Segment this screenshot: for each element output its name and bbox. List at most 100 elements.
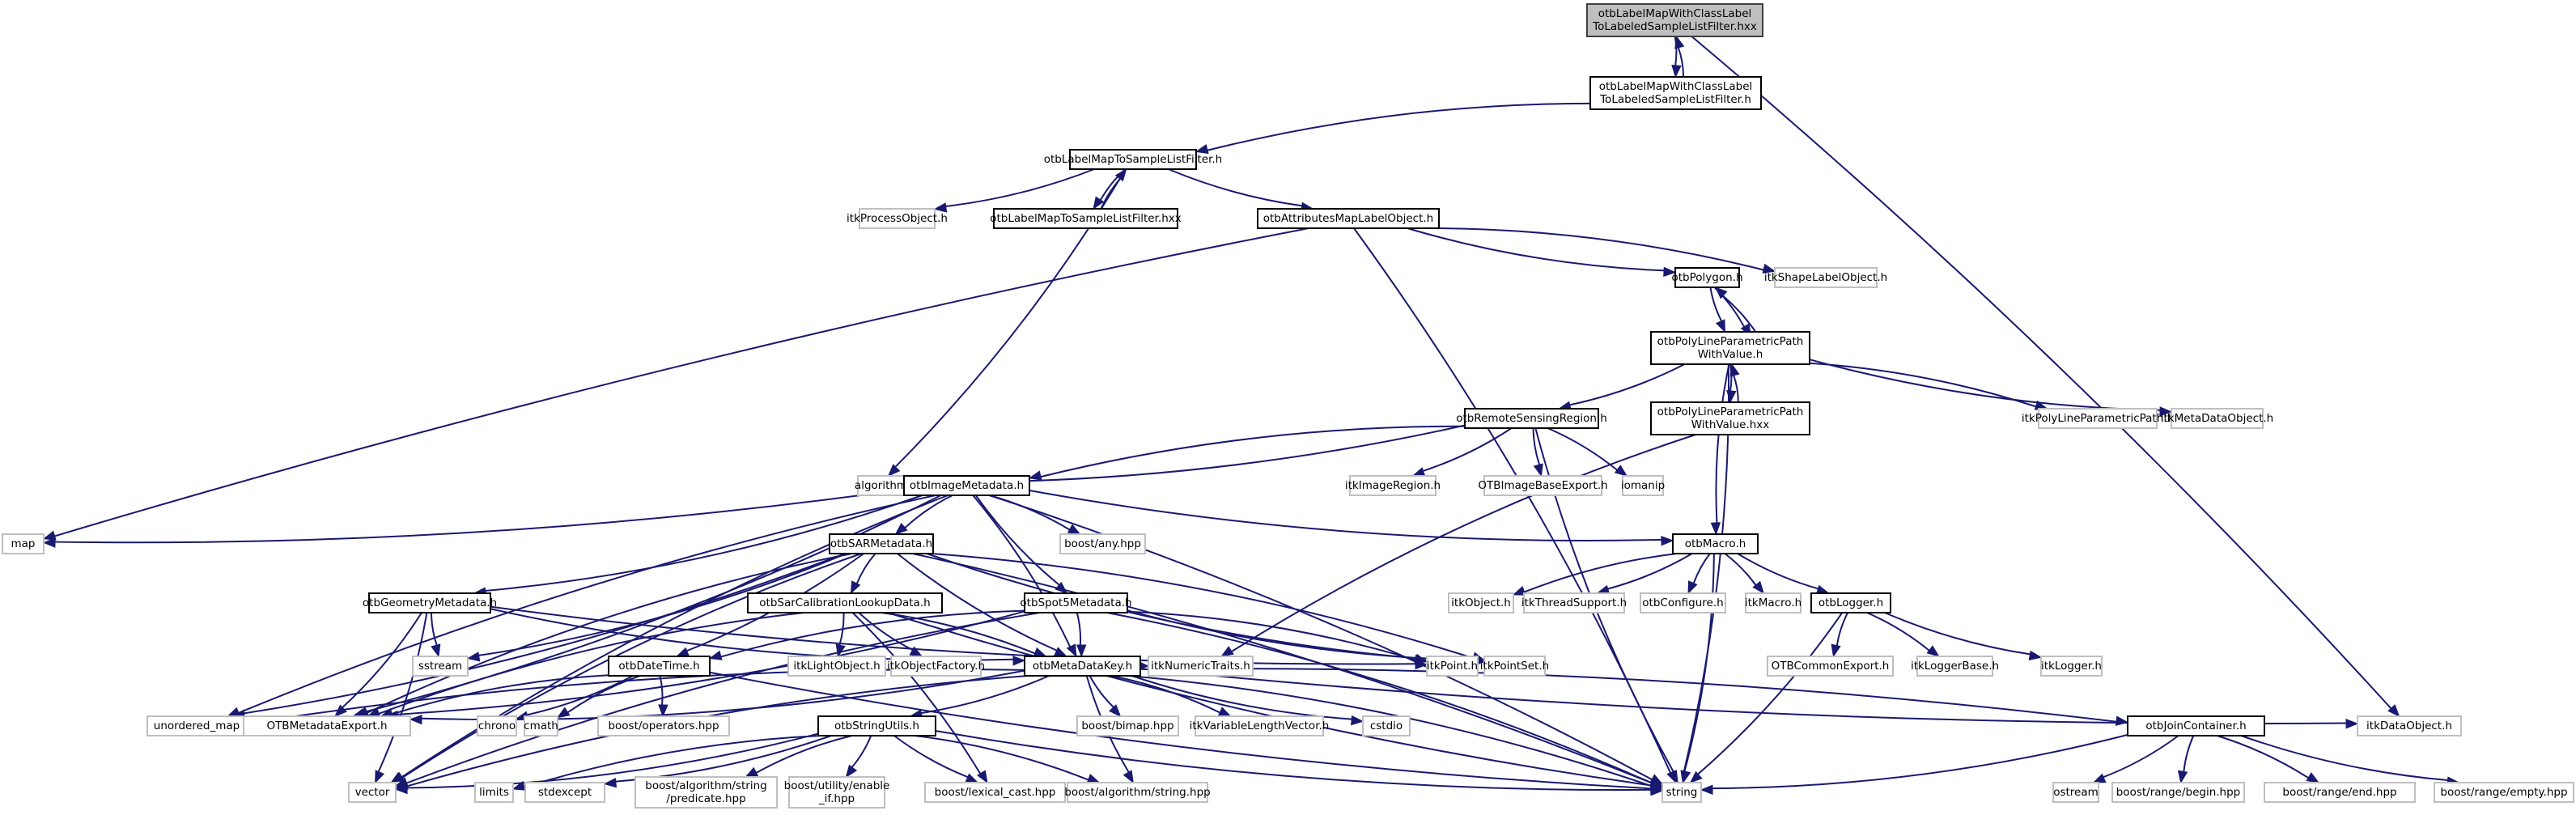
node-imageMetadata[interactable]: otbImageMetadata.h xyxy=(903,475,1030,496)
node-algorithm: algorithm xyxy=(855,475,907,496)
node-cstdio: cstdio xyxy=(1362,715,1411,736)
node-itkLoggerBase: itkLoggerBase.h xyxy=(1911,656,1999,677)
node-itkObject: itkObject.h xyxy=(1448,592,1514,613)
node-label: itkPolyLineParametricPath.h xyxy=(2022,412,2174,425)
node-box[interactable] xyxy=(2127,715,2265,736)
edge-sarCalib-to-string xyxy=(887,612,1652,787)
node-box xyxy=(524,782,605,803)
node-box xyxy=(1774,267,1878,288)
node-box[interactable] xyxy=(1586,3,1763,37)
edge-rsRegion-to-imageMetadata xyxy=(1040,425,1466,478)
edge-sarCalib-to-itkObjectFactory xyxy=(858,612,914,651)
node-box[interactable] xyxy=(903,475,1030,496)
edge-imageMetadata-to-geometryMetadata xyxy=(485,495,923,592)
node-dateTime[interactable]: otbDateTime.h xyxy=(608,656,711,677)
node-box[interactable] xyxy=(368,592,491,613)
node-root[interactable]: otbLabelMapWithClassLabelToLabeledSample… xyxy=(1586,3,1763,37)
node-box xyxy=(524,715,558,736)
node-itkVariableLengthVector: itkVariableLengthVector.h xyxy=(1190,715,1329,736)
node-macro[interactable]: otbMacro.h xyxy=(1672,533,1759,554)
node-lmtsl_h[interactable]: otbLabelMapToSampleListFilter.h xyxy=(1044,149,1223,170)
node-stringUtils[interactable]: otbStringUtils.h xyxy=(817,715,936,736)
node-label: boost/range/end.hpp xyxy=(2282,786,2396,799)
node-OTBCommonExport: OTBCommonExport.h xyxy=(1767,656,1894,677)
node-box[interactable] xyxy=(1024,592,1128,613)
node-label: itkPointSet.h xyxy=(1480,660,1549,673)
node-label: boost/range/begin.hpp xyxy=(2116,786,2241,799)
edge-stringUtils-to-boostLexicalCast xyxy=(893,735,969,779)
arrowhead-lmtsl_h-to-algorithm xyxy=(887,464,901,477)
node-label: itkObject.h xyxy=(1451,596,1511,609)
node-box xyxy=(787,656,886,677)
node-label: itkMacro.h xyxy=(1745,596,1802,609)
node-label: otbImageMetadata.h xyxy=(910,479,1024,492)
node-label: limits xyxy=(479,786,509,799)
node-box xyxy=(1661,782,1702,803)
arrowhead-imageMetadata-to-boostAny xyxy=(1067,524,1081,535)
node-rsRegion[interactable]: otbRemoteSensingRegion.h xyxy=(1456,408,1607,429)
node-box[interactable] xyxy=(1589,76,1762,110)
node-logger[interactable]: otbLogger.h xyxy=(1810,592,1891,613)
edge-sarMetadata-to-unordered_map xyxy=(244,553,846,715)
node-box[interactable] xyxy=(608,656,711,677)
node-label: WithValue.hxx xyxy=(1691,418,1770,431)
edge-plpp_hxx-to-itkNumericTraits xyxy=(1231,434,1696,652)
node-label: OTBImageBaseExport.h xyxy=(1478,479,1607,492)
node-box[interactable] xyxy=(1069,149,1197,170)
edge-metaDataKey-to-vector xyxy=(406,675,1029,787)
arrowhead-macro-to-otbConfigure xyxy=(1687,580,1698,595)
node-box[interactable] xyxy=(817,715,936,736)
node-box xyxy=(597,715,730,736)
node-box xyxy=(634,776,778,809)
edge-lmtsl_h-to-itkProcessObject xyxy=(945,168,1095,207)
node-label: WithValue.h xyxy=(1698,348,1763,361)
edge-metaDataKey-to-cstdio xyxy=(1131,675,1352,720)
node-itkMetaDataObject: itkMetaDataObject.h xyxy=(2161,408,2273,429)
node-box[interactable] xyxy=(1024,656,1141,677)
node-vector: vector xyxy=(348,782,397,803)
node-boostEnableIf: boost/utility/enable_if.hpp xyxy=(784,776,889,809)
node-box[interactable] xyxy=(1674,267,1740,288)
node-box[interactable] xyxy=(1650,401,1810,435)
edge-stringUtils-to-stdexcept xyxy=(615,735,832,783)
node-sarMetadata[interactable]: otbSARMetadata.h xyxy=(829,533,934,554)
arrowhead-plpp_hxx-to-itkNumericTraits xyxy=(1220,646,1234,657)
edge-spot5-to-itkPointSet xyxy=(1127,609,1474,661)
node-joinContainer[interactable]: otbJoinContainer.h xyxy=(2127,715,2265,736)
arrowhead-joinContainer-to-ostream xyxy=(2092,773,2107,783)
node-lmwcl_h[interactable]: otbLabelMapWithClassLabelToLabeledSample… xyxy=(1589,76,1762,110)
edge-spot5-to-string xyxy=(1106,612,1653,784)
node-spot5[interactable]: otbSpot5Metadata.h xyxy=(1020,592,1132,613)
node-box[interactable] xyxy=(1464,408,1599,429)
node-lmtsl_hxx[interactable]: otbLabelMapToSampleListFilter.hxx xyxy=(990,208,1182,229)
node-polygon_h[interactable]: otbPolygon.h xyxy=(1671,267,1743,288)
node-attrMap[interactable]: otbAttributesMapLabelObject.h xyxy=(1257,208,1440,229)
node-label: otbStringUtils.h xyxy=(834,719,919,732)
node-box[interactable] xyxy=(993,208,1178,229)
node-geometryMetadata[interactable]: otbGeometryMetadata.h xyxy=(363,592,497,613)
node-box[interactable] xyxy=(1672,533,1759,554)
node-box[interactable] xyxy=(1810,592,1891,613)
node-label: /predicate.hpp xyxy=(666,792,745,805)
node-box[interactable] xyxy=(747,592,943,613)
node-sarCalib[interactable]: otbSarCalibrationLookupData.h xyxy=(747,592,943,613)
arrowhead-sarMetadata-to-vector xyxy=(391,771,405,783)
arrowhead-stringUtils-to-vector xyxy=(394,783,408,795)
node-label: itkObjectFactory.h xyxy=(887,660,985,673)
node-box[interactable] xyxy=(829,533,934,554)
node-itkLightObject: itkLightObject.h xyxy=(787,656,886,677)
node-label: otbLabelMapToSampleListFilter.h xyxy=(1044,153,1223,166)
node-metaDataKey[interactable]: otbMetaDataKey.h xyxy=(1024,656,1141,677)
node-label: otbPolygon.h xyxy=(1671,271,1742,284)
edge-attrMap-to-itkShapeLabelObject xyxy=(1426,227,1764,271)
node-box[interactable] xyxy=(1650,331,1810,365)
edge-lmwcl_h-to-lmtsl_h xyxy=(1207,102,1591,151)
node-label: string xyxy=(1666,786,1698,799)
node-box[interactable] xyxy=(1257,208,1440,229)
node-box xyxy=(477,715,517,736)
node-box xyxy=(2171,408,2264,429)
edge-dateTime-to-OTBMetadataExport xyxy=(392,674,609,715)
